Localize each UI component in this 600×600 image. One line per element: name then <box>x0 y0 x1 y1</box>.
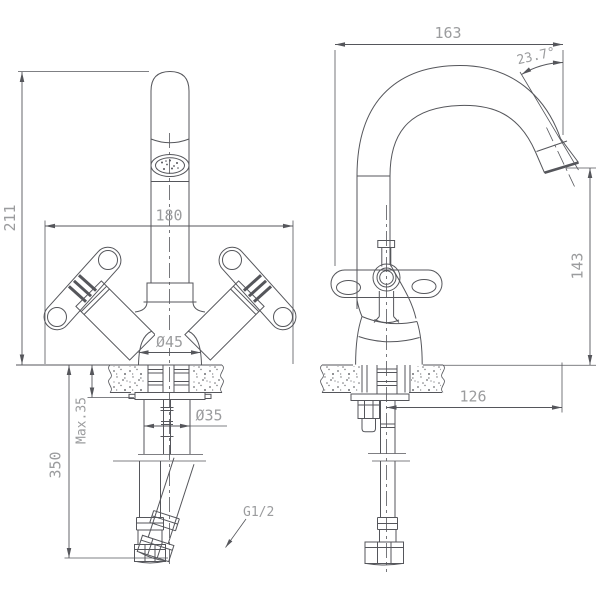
dim-outlet-reach-label: 126 <box>459 388 486 406</box>
side-counter <box>320 364 445 393</box>
front-threaded-body <box>143 399 191 454</box>
dim-hole-diameter: Ø35 <box>144 407 227 429</box>
front-aerator <box>150 154 190 177</box>
side-handle <box>330 240 443 323</box>
front-shanks <box>147 365 190 393</box>
dim-base-diameter-label: Ø45 <box>156 333 183 351</box>
dim-spout-angle: 23.7° <box>515 45 579 171</box>
dim-thread-callout: G1/2 <box>225 505 274 548</box>
front-view: 211 180 Ø45 Max.35 Ø35 350 <box>1 70 297 565</box>
dim-side-reach-label: 163 <box>434 24 461 42</box>
front-mounting-flange <box>128 392 212 400</box>
front-counter <box>16 364 224 393</box>
dim-outlet-height-label: 143 <box>569 252 587 279</box>
side-body <box>355 263 423 365</box>
front-handle-right <box>218 246 297 331</box>
dim-base-diameter: Ø45 <box>138 333 201 355</box>
dim-hose-length: 350 <box>47 365 168 559</box>
dim-outlet-height: 143 <box>443 167 596 366</box>
dim-thread-label: G1/2 <box>243 505 274 520</box>
front-base-bell <box>138 330 202 365</box>
front-handle-left <box>43 246 122 331</box>
side-mounting-nut <box>357 400 380 433</box>
front-hose-angled <box>136 457 195 563</box>
side-view: 163 23.7° 143 126 <box>320 24 596 572</box>
front-spout <box>150 70 190 283</box>
dim-mount-thickness: Max.35 <box>75 365 134 444</box>
dim-spout-angle-label: 23.7° <box>515 45 557 68</box>
side-supply-pipe <box>364 400 410 566</box>
front-hose-vertical <box>134 461 166 564</box>
dim-front-height-label: 211 <box>1 204 19 231</box>
dim-front-width-label: 180 <box>155 207 182 225</box>
side-spout <box>356 64 579 309</box>
front-body-collar <box>134 282 206 313</box>
dim-hose-length-label: 350 <box>47 451 65 478</box>
dim-mount-thickness-label: Max.35 <box>75 397 90 444</box>
dim-front-width: 180 <box>44 207 294 364</box>
front-break-lines <box>113 454 206 462</box>
dim-front-height: 211 <box>1 71 149 365</box>
dim-side-reach: 163 <box>334 24 564 266</box>
dim-outlet-reach: 126 <box>386 362 563 413</box>
dim-hole-diameter-label: Ø35 <box>195 407 222 425</box>
side-spout-outlet-face <box>544 161 579 175</box>
